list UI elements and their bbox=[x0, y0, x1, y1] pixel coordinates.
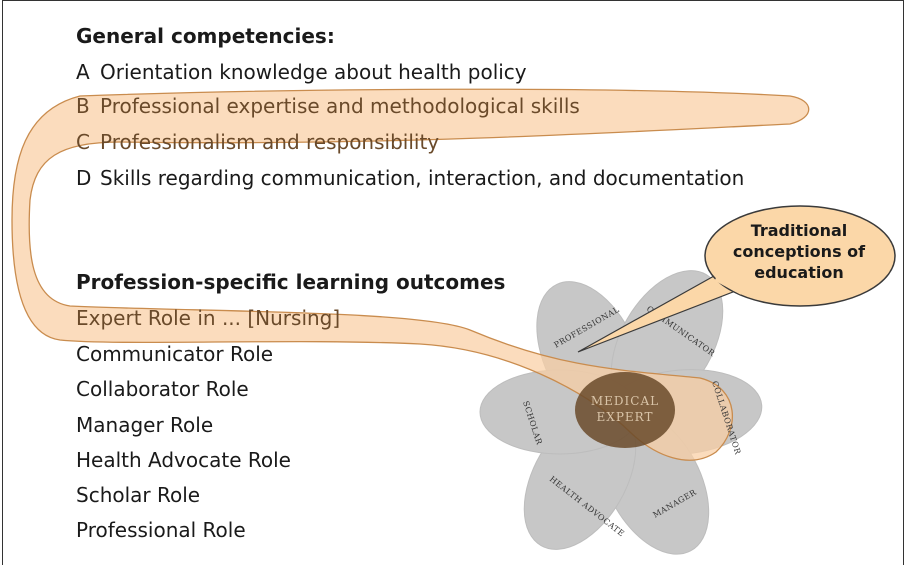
callout-bubble bbox=[577, 205, 896, 353]
competency-text: Professionalism and responsibility bbox=[100, 130, 440, 154]
role-item-expert: Expert Role in ... [Nursing] bbox=[76, 306, 341, 330]
flower-center bbox=[575, 372, 675, 448]
role-item-professional: Professional Role bbox=[76, 518, 246, 542]
competency-letter: B bbox=[76, 94, 90, 118]
callout-text: Traditional conceptions of education bbox=[724, 220, 874, 283]
competency-a: A Orientation knowledge about health poli… bbox=[76, 60, 527, 84]
competency-letter: D bbox=[76, 166, 92, 190]
competency-letter: C bbox=[76, 130, 90, 154]
center-label-line2: EXPERT bbox=[597, 410, 654, 424]
center-label-line1: MEDICAL bbox=[591, 394, 659, 408]
callout-line: conceptions of bbox=[732, 242, 866, 261]
competency-letter: A bbox=[76, 60, 90, 84]
role-item-health-advocate: Health Advocate Role bbox=[76, 448, 291, 472]
competency-text: Skills regarding communication, interact… bbox=[100, 166, 745, 190]
profession-specific-heading: Profession-specific learning outcomes bbox=[76, 270, 506, 294]
highlight-band bbox=[11, 88, 810, 461]
callout-line: education bbox=[754, 263, 844, 282]
competency-d: D Skills regarding communication, interac… bbox=[76, 166, 744, 190]
role-item-scholar: Scholar Role bbox=[76, 483, 201, 507]
competency-text: Professional expertise and methodologica… bbox=[100, 94, 580, 118]
competency-c: C Professionalism and responsibility bbox=[76, 130, 439, 154]
general-competencies-heading: General competencies: bbox=[76, 24, 335, 48]
role-item-collaborator: Collaborator Role bbox=[76, 377, 249, 401]
role-item-communicator: Communicator Role bbox=[76, 342, 274, 366]
competency-text: Orientation knowledge about health polic… bbox=[100, 60, 527, 84]
role-item-manager: Manager Role bbox=[76, 413, 214, 437]
competency-b: B Professional expertise and methodologic… bbox=[76, 94, 580, 118]
callout-line: Traditional bbox=[750, 221, 848, 240]
